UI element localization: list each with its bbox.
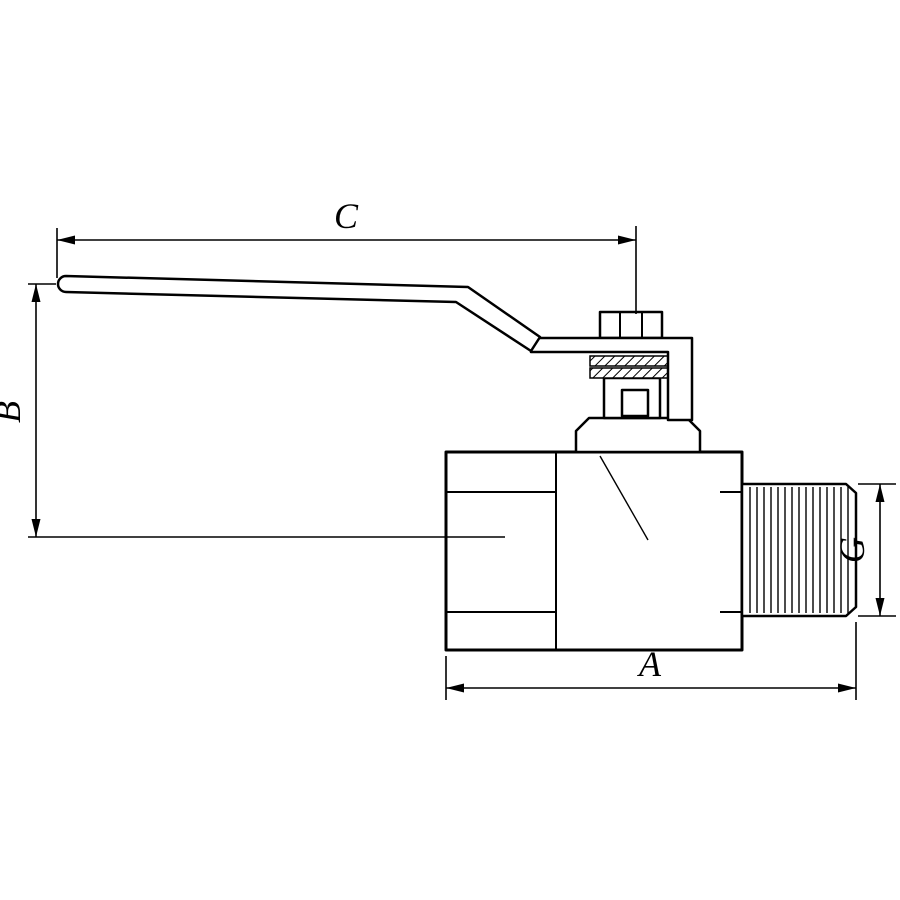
valve-body [444, 450, 744, 652]
handle-square-hole [620, 388, 650, 418]
dim-c-arrow-right [618, 235, 636, 245]
dimension-a: A [445, 622, 857, 700]
dim-g-arrow-bottom [875, 598, 885, 616]
valve-body-outline [444, 450, 744, 652]
dimension-a-label: A [637, 644, 662, 684]
packing-gland-lower [589, 367, 671, 379]
packing-gland-upper [589, 355, 671, 367]
dimension-c-label: C [334, 196, 359, 236]
bonnet-outline [574, 416, 702, 454]
dimension-g: G [832, 483, 896, 617]
dim-a-arrow-left [446, 683, 464, 693]
dim-g-arrow-top [875, 484, 885, 502]
valve-handle [56, 274, 694, 422]
dimension-b-label: B [0, 401, 28, 423]
male-threaded-end [740, 482, 858, 618]
stem-nut [598, 310, 664, 340]
body-internal-detail-line [599, 455, 649, 541]
thread-crest-lines [749, 487, 849, 613]
dim-b-arrow-bottom [31, 519, 41, 537]
dimension-g-label: G [832, 537, 872, 563]
dim-a-arrow-right [838, 683, 856, 693]
dim-b-arrow-top [31, 284, 41, 302]
dimension-c: C [56, 196, 637, 314]
hex-female-end [446, 491, 556, 613]
dim-c-arrow-left [57, 235, 75, 245]
handle-lever-arm [56, 274, 542, 353]
dimension-b: B [0, 283, 505, 538]
